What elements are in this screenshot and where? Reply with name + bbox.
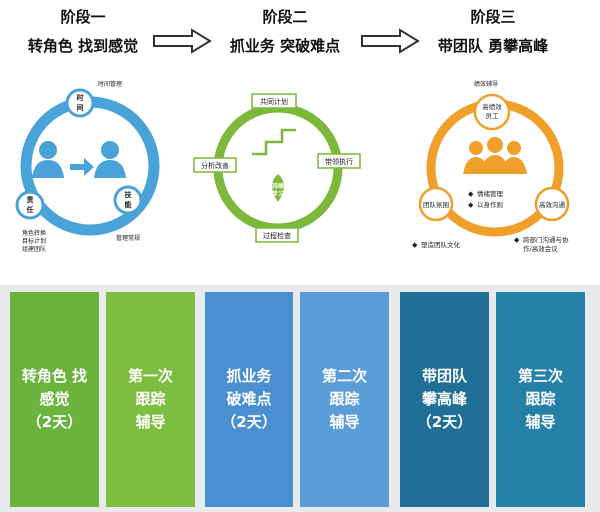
bottom-right-label: 作/高效会议: [523, 244, 558, 253]
node-high: [473, 93, 511, 131]
bottom-left-label: 塑造团队文化: [421, 240, 461, 249]
node-skill-text: 技: [125, 190, 133, 199]
center-item: 以身作则: [477, 200, 503, 209]
arrow-right-icon: [153, 28, 212, 54]
card-text: 第二次 跟踪 辅导: [321, 367, 367, 431]
card-followup-1: 第一次 跟踪 辅导: [106, 292, 195, 507]
team-icon: [463, 137, 527, 174]
card-text: 抓业务 破难点 （2天）: [221, 367, 277, 431]
bullet: ◆: [514, 236, 520, 244]
card-text: 第三次 跟踪 辅导: [517, 367, 563, 431]
node-comm: [534, 186, 570, 222]
node-time: [65, 88, 95, 118]
duty-item: 目标计划: [22, 237, 46, 245]
node-duty-text: 任: [26, 205, 34, 214]
duty-item: 角色转换: [22, 229, 46, 237]
node-time-text: 时: [77, 93, 84, 102]
bottom-right-label: 跨部门沟通与协: [523, 235, 569, 244]
card-text: 转角色 找 感觉 （2天）: [21, 367, 88, 431]
node-analyze-text: 分析改善: [201, 161, 229, 170]
stage-3-title: 阶段三 带团队 勇攀高峰: [418, 8, 568, 56]
node-team-text: 团队氛围: [423, 200, 449, 209]
node-high-text: 高绩效: [482, 102, 502, 111]
stage-1-diagram: 时 间 时间管理 责 任 技 能 管理常规 角色转换 目标计划 组建团队: [15, 80, 160, 253]
top-label: 绩效辅导: [474, 80, 498, 88]
stage-3-name: 阶段三: [470, 8, 516, 26]
stage-3-subtitle: 带团队 勇攀高峰: [437, 37, 549, 55]
node-plan: [251, 93, 297, 109]
arrow-right-icon: [361, 28, 420, 54]
card-stage-1: 转角色 找 感觉 （2天）: [10, 292, 99, 507]
node-lead: [317, 153, 361, 169]
card-followup-2: 第二次 跟踪 辅导: [300, 292, 389, 507]
node-plan-text: 共同计划: [260, 97, 288, 106]
center-text: 持续: [272, 182, 284, 190]
node-analyze: [193, 157, 237, 173]
bullet: ◆: [412, 241, 418, 249]
center-item: 情绪管理: [477, 189, 504, 198]
stage-2-subtitle: 抓业务 突破难点: [229, 37, 341, 55]
node-lead-text: 带领执行: [325, 157, 353, 166]
stage-2-title: 阶段二 抓业务 突破难点: [210, 8, 360, 56]
stage-1-title: 阶段一 转角色 找到感觉: [18, 8, 148, 56]
node-duty: [15, 190, 45, 220]
drop-icon: [272, 174, 284, 202]
skill-label: 管理常规: [116, 234, 140, 242]
card-stage-3: 带团队 攀高峰 （2天）: [400, 292, 489, 507]
center-item-bullet: ◆: [468, 201, 474, 209]
node-check: [255, 227, 299, 243]
node-time-text: 间: [77, 103, 84, 112]
duty-item: 组建团队: [22, 245, 46, 253]
node-comm-text: 高效沟通: [539, 200, 566, 209]
time-label: 时间管理: [98, 80, 122, 88]
node-skill-text: 能: [125, 200, 132, 209]
center-item-bullet: ◆: [468, 190, 474, 198]
stage-2-name: 阶段二: [262, 8, 308, 26]
stage-1-name: 阶段一: [60, 8, 106, 26]
stage-1-subtitle: 转角色 找到感觉: [27, 37, 139, 55]
stage-3-diagram: 绩效辅导 高绩效 员工 团队氛围 高效沟通 ◆ 情绪管理 ◆ 以身作则 ◆ 塑造…: [412, 80, 570, 253]
node-high-text: 员工: [486, 112, 500, 120]
card-text: 带团队 攀高峰 （2天）: [416, 367, 473, 431]
node-duty-text: 责: [27, 195, 34, 204]
node-skill: [113, 185, 143, 215]
center-text: 学习: [272, 190, 284, 198]
node-team: [418, 186, 454, 222]
people-icon: [32, 141, 126, 178]
card-text: 第一次 跟踪 辅导: [127, 367, 173, 431]
growth-stairs-icon: [252, 128, 296, 156]
card-followup-3: 第三次 跟踪 辅导: [496, 292, 585, 507]
process-diagram: 阶段一 转角色 找到感觉 阶段二 抓业务 突破难点 阶段三 带团队 勇攀高峰 时…: [15, 8, 570, 253]
stage-2-diagram: 共同计划 带领执行 过程检查 分析改善 持续 学习: [193, 93, 361, 243]
card-stage-2: 抓业务 破难点 （2天）: [205, 292, 293, 507]
node-check-text: 过程检查: [263, 231, 291, 240]
